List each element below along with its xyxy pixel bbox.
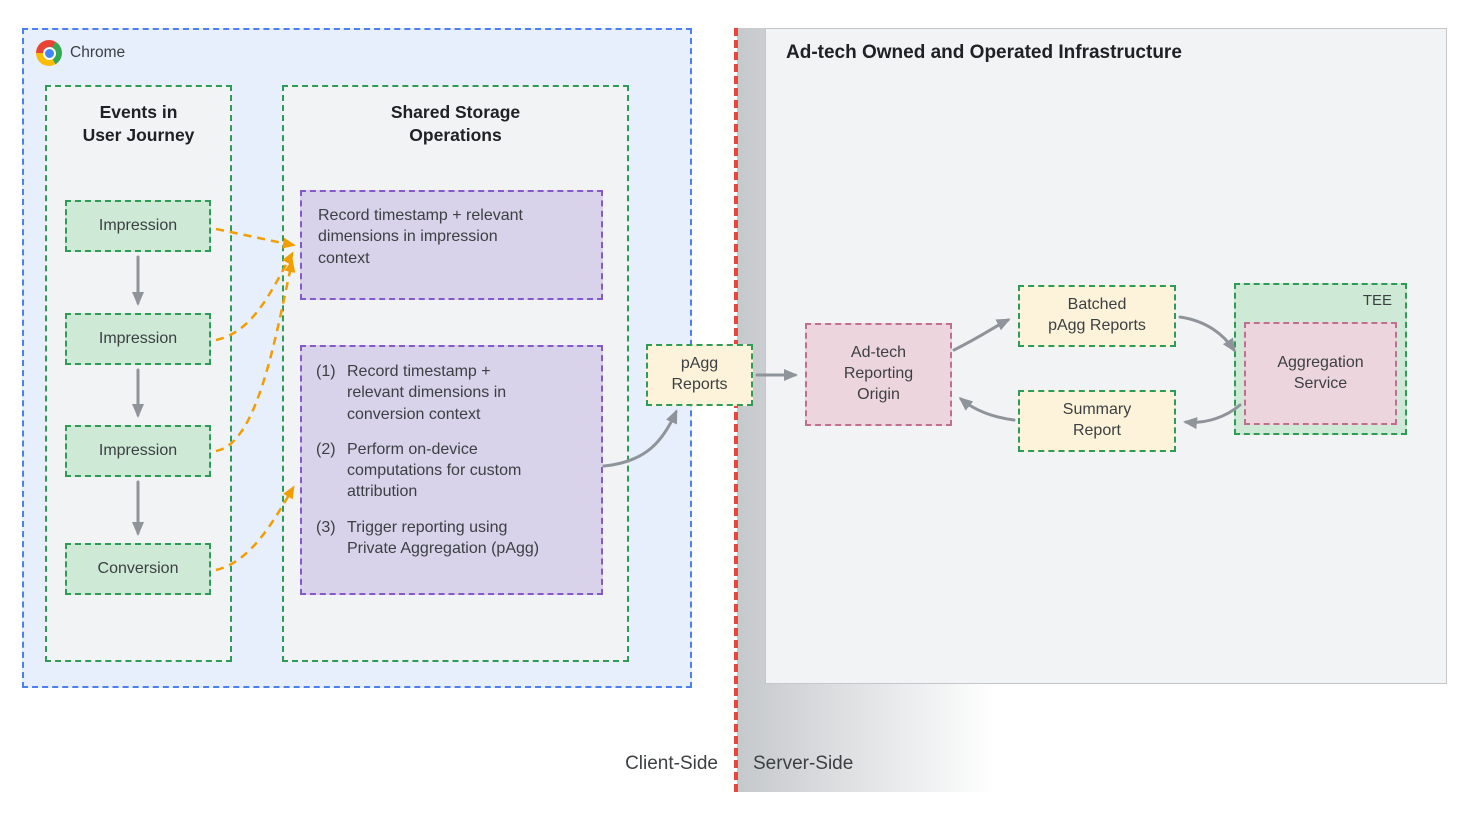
shared-storage-panel-title: Shared Storage Operations: [390, 102, 521, 146]
event-label-conversion: Conversion: [97, 559, 179, 577]
pagg-reports-box: pAgg Reports: [646, 344, 753, 406]
batched-reports-box: Batched pAgg Reports: [1018, 285, 1176, 347]
conversion-op-1-text: Record timestamp + relevant dimensions i…: [347, 363, 507, 423]
conversion-op-3: (3) Trigger reporting using Private Aggr…: [316, 517, 587, 560]
impression-op-box: Record timestamp + relevant dimensions i…: [300, 190, 603, 300]
client-side-label: Client-Side: [625, 753, 718, 774]
events-panel-title: Events in User Journey: [82, 102, 195, 146]
conversion-op-3-number: (3): [316, 518, 336, 536]
event-box-impression-1: Impression: [65, 200, 211, 252]
summary-report-label: Summary Report: [1062, 401, 1132, 439]
event-box-impression-2: Impression: [65, 313, 211, 365]
client-server-boundary-line: [734, 28, 738, 792]
chrome-logo-icon: [36, 40, 62, 66]
conversion-op-2: (2) Perform on-device computations for c…: [316, 439, 587, 503]
batched-reports-label: Batched pAgg Reports: [1048, 296, 1146, 334]
event-label-impression-3: Impression: [98, 441, 178, 459]
reporting-origin-box: Ad-tech Reporting Origin: [805, 323, 952, 426]
tee-label: TEE: [1362, 292, 1392, 309]
conversion-op-2-number: (2): [316, 440, 336, 458]
event-label-impression-2: Impression: [98, 329, 178, 347]
aggregation-service-box: Aggregation Service: [1244, 322, 1397, 425]
impression-op-text: Record timestamp + relevant dimensions i…: [318, 207, 523, 267]
server-side-label: Server-Side: [753, 753, 854, 774]
aggregation-service-label: Aggregation Service: [1277, 353, 1364, 392]
chrome-brand: Chrome: [36, 40, 125, 66]
chrome-label: Chrome: [70, 44, 126, 61]
event-label-impression-1: Impression: [98, 216, 178, 234]
event-box-impression-3: Impression: [65, 425, 211, 477]
pagg-reports-label: pAgg Reports: [671, 355, 728, 393]
adtech-infrastructure-title: Ad-tech Owned and Operated Infrastructur…: [786, 42, 1182, 63]
chrome-logo-center: [42, 46, 56, 60]
conversion-ops-box: (1) Record timestamp + relevant dimensio…: [300, 345, 603, 595]
summary-report-box: Summary Report: [1018, 390, 1176, 452]
conversion-op-1-number: (1): [316, 363, 336, 380]
conversion-op-2-text: Perform on-device computations for custo…: [347, 440, 522, 501]
event-box-conversion: Conversion: [65, 543, 211, 595]
reporting-origin-label: Ad-tech Reporting Origin: [843, 344, 914, 403]
conversion-op-1: (1) Record timestamp + relevant dimensio…: [316, 361, 587, 425]
conversion-op-3-text: Trigger reporting using Private Aggregat…: [347, 518, 540, 557]
